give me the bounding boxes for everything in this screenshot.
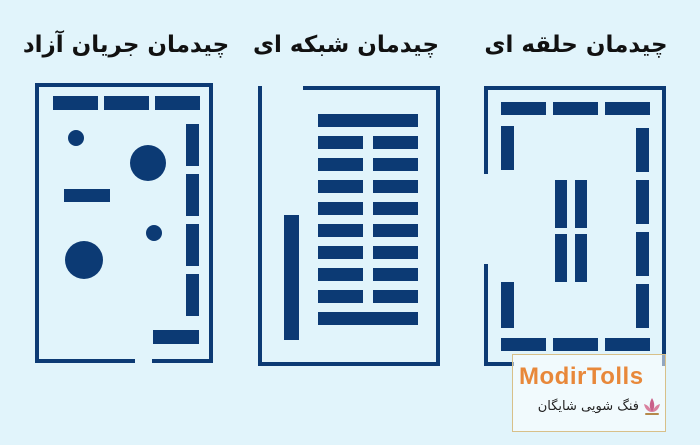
wall-shelf: [186, 174, 199, 216]
watermark: ModirTolls فنگ شویی شایگان: [512, 354, 666, 432]
wall-shelf: [186, 124, 199, 166]
round-display: [130, 145, 166, 181]
loop-center-island: [555, 180, 587, 282]
round-display: [65, 241, 103, 279]
table: [64, 189, 110, 202]
loop-walls: [484, 86, 666, 366]
wall-shelf: [186, 274, 199, 316]
watermark-subtitle: فنگ شویی شایگان: [537, 399, 639, 414]
free-flow-layout-title: چیدمان جریان آزاد: [22, 32, 230, 58]
loop-layout-title: چیدمان حلقه ای: [484, 32, 668, 58]
free-flow-walls: [35, 83, 213, 363]
grid-walls: [258, 86, 440, 366]
watermark-brand: ModirTolls: [519, 363, 644, 390]
grid-layout-title: چیدمان شبکه ای: [252, 32, 440, 58]
lotus-icon: [644, 398, 660, 415]
loop-perimeter-fixtures: [501, 102, 650, 351]
round-display: [146, 225, 162, 241]
shelf: [104, 96, 149, 110]
loop-plan: [484, 86, 666, 366]
wall-shelf: [186, 224, 199, 266]
round-display: [68, 130, 84, 146]
free-flow-fixtures: [53, 96, 200, 344]
grid-fixtures: [284, 114, 418, 340]
shelf: [155, 96, 200, 110]
shelf: [53, 96, 98, 110]
grid-plan: [258, 86, 440, 366]
counter: [284, 215, 299, 340]
free-flow-plan: [35, 83, 213, 363]
counter: [153, 330, 199, 344]
